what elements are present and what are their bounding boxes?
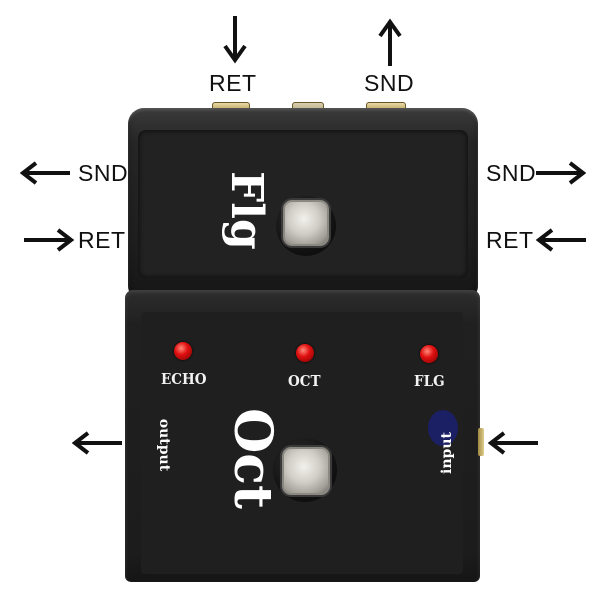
arrow-left-icon	[72, 431, 122, 455]
jack-label-snd-left: SND	[78, 160, 129, 186]
arrow-up-icon	[378, 18, 402, 66]
led-label-oct: OCT	[288, 372, 321, 390]
jack-label-ret-right: RET	[486, 227, 534, 253]
output-label: output	[156, 418, 173, 472]
led-echo	[174, 342, 192, 360]
jack-label-ret-top: RET	[209, 70, 257, 96]
led-label-flg: FLG	[414, 372, 445, 390]
jack-label-snd-right: SND	[486, 160, 537, 186]
led-flg	[420, 345, 438, 363]
arrow-down-icon	[223, 16, 247, 64]
jack-label-ret-left: RET	[78, 227, 126, 253]
arrow-right-icon	[536, 161, 586, 185]
octave-footswitch[interactable]	[282, 447, 330, 495]
jack-label-snd-top: SND	[364, 70, 415, 96]
arrow-left-icon	[488, 431, 538, 455]
flanger-footswitch[interactable]	[283, 200, 329, 246]
flanger-title: Flg	[221, 171, 272, 250]
led-label-echo: ECHO	[161, 370, 207, 388]
input-jack	[478, 428, 484, 456]
input-label: input	[438, 432, 455, 474]
octave-enclosure	[125, 290, 480, 582]
input-jack-marker	[428, 410, 458, 446]
arrow-right-icon	[24, 228, 74, 252]
octave-title: Oct	[222, 408, 283, 509]
arrow-left-icon	[536, 228, 586, 252]
arrow-left-icon	[20, 161, 70, 185]
led-oct	[296, 344, 314, 362]
